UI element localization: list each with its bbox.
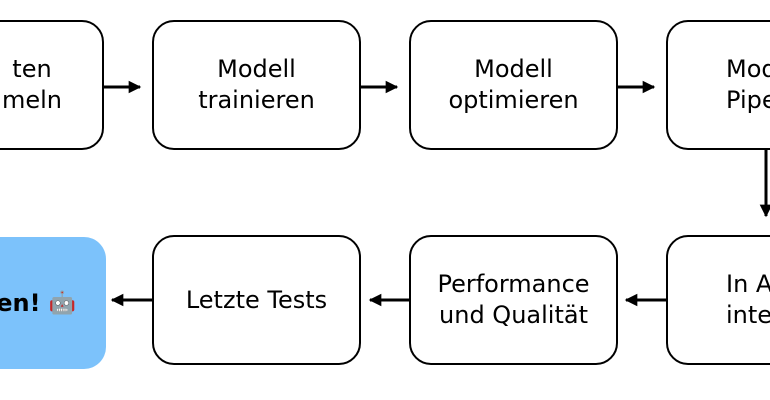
node-daten-sammeln: ten meln xyxy=(0,20,104,150)
robot-icon: 🤖 xyxy=(48,290,76,316)
node-in-app-integrieren: In A integr xyxy=(666,235,770,365)
node-performance-qualitaet: Performance und Qualität xyxy=(409,235,618,365)
node-modell-trainieren: Modell trainieren xyxy=(152,20,361,150)
node-letzte-tests: Letzte Tests xyxy=(152,235,361,365)
node-fertig-label: en! xyxy=(0,288,41,317)
node-fertig: en! 🤖 xyxy=(0,237,106,369)
node-modell-optimieren: Modell optimieren xyxy=(409,20,618,150)
node-modell-pipeline: Mod Pipe xyxy=(666,20,770,150)
